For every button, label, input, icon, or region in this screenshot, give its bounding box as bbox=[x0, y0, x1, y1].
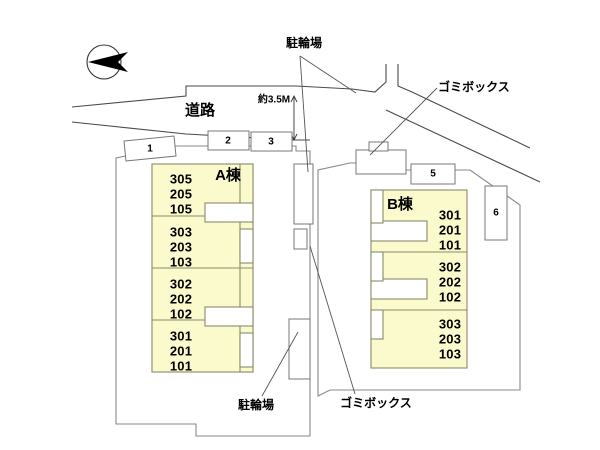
garbage-box-middle bbox=[293, 228, 308, 250]
garbage-box-top bbox=[355, 149, 407, 175]
building-a-unit-3-line-1: 201 bbox=[170, 343, 192, 358]
parking-slot-1-label: 1 bbox=[147, 144, 153, 155]
building-b-unit-1-line-2: 102 bbox=[439, 289, 461, 304]
parking-slot-2[interactable]: 2 bbox=[207, 130, 250, 151]
building-a-unit-1-line-1: 203 bbox=[170, 239, 192, 254]
building-a-unit-1-line-0: 303 bbox=[170, 224, 192, 239]
annotation-bike-parking-top: 駐輪場 bbox=[286, 35, 322, 50]
building-b-unit-2-line-1: 203 bbox=[439, 331, 461, 346]
leader-bike-top bbox=[299, 55, 309, 173]
building-b-unit-0-line-2: 101 bbox=[439, 237, 461, 252]
compass-needle-icon bbox=[88, 52, 128, 72]
building-a-label: A棟 bbox=[215, 166, 242, 184]
parking-slot-1-box[interactable] bbox=[123, 135, 177, 162]
building-b-label: B棟 bbox=[387, 195, 414, 213]
building-b-unit-2-line-2: 103 bbox=[439, 346, 461, 361]
building-b-stair-void-1 bbox=[370, 189, 384, 224]
garbage-box-top-structure bbox=[355, 141, 407, 175]
building-b-unit-0-line-1: 201 bbox=[439, 222, 461, 237]
road-edge-east-upper bbox=[397, 64, 531, 149]
building-b-unit-1-line-1: 202 bbox=[439, 274, 461, 289]
building-a-unit-3-line-0: 301 bbox=[170, 328, 192, 343]
annotation-bike-parking-bottom: 駐輪場 bbox=[238, 397, 274, 412]
building-b-unit-1-line-0: 302 bbox=[439, 259, 461, 274]
building-a-unit-1-line-2: 103 bbox=[170, 254, 192, 269]
leader-bike-top-branch bbox=[299, 55, 357, 94]
building-a-unit-0-line-2: 105 bbox=[170, 201, 192, 216]
parking-slot-3-label: 3 bbox=[268, 137, 274, 148]
building-a-unit-2-line-2: 102 bbox=[170, 306, 192, 321]
leader-trash-top bbox=[369, 87, 438, 156]
dimension-arrow-top bbox=[290, 94, 298, 103]
building-a-unit-3-line-2: 101 bbox=[170, 358, 192, 373]
road-label: 道路 bbox=[185, 101, 216, 119]
parking-slot-5-box[interactable] bbox=[410, 163, 456, 185]
bicycle-parking-upper bbox=[293, 163, 314, 225]
annotation-garbage-box-top: ゴミボックス bbox=[438, 79, 510, 94]
parking-slot-6[interactable]: 6 bbox=[484, 185, 508, 241]
parking-slot-3-box[interactable] bbox=[250, 131, 293, 152]
parking-slot-1[interactable]: 1 bbox=[123, 135, 177, 162]
road-edge-northeast bbox=[351, 64, 387, 93]
parking-slot-3[interactable]: 3 bbox=[250, 131, 293, 152]
leader-trash-bottom bbox=[309, 245, 356, 395]
annotation-garbage-box-bottom: ゴミボックス bbox=[340, 395, 412, 410]
building-a-stair-void-1 bbox=[239, 228, 254, 264]
parking-slot-2-box[interactable] bbox=[207, 130, 250, 151]
building-a: A棟 305 205 105 303 203 103 302 202 102 3… bbox=[151, 163, 254, 373]
parking-slot-5[interactable]: 5 bbox=[410, 163, 456, 185]
parking-slot-6-box[interactable] bbox=[484, 185, 508, 241]
building-b: B棟 301 201 101 302 202 102 303 203 103 bbox=[370, 189, 468, 369]
parking-slot-2-label: 2 bbox=[225, 136, 231, 147]
building-b-unit-2-line-0: 303 bbox=[439, 316, 461, 331]
parking-slot-6-label: 6 bbox=[493, 208, 499, 219]
leader-bike-bottom bbox=[261, 331, 299, 397]
building-b-corridor-1 bbox=[370, 220, 428, 242]
building-b-corridor-2 bbox=[370, 278, 428, 300]
bicycle-parking-lower bbox=[288, 318, 311, 380]
building-a-unit-0-line-0: 305 bbox=[170, 171, 192, 186]
building-b-stair-void-2 bbox=[370, 251, 384, 282]
parcel-edge-northeast-diagonal bbox=[385, 109, 541, 183]
building-b-stair-void-3 bbox=[370, 309, 384, 340]
building-a-corridor-1 bbox=[204, 202, 254, 223]
building-b-unit-0-line-0: 301 bbox=[439, 207, 461, 222]
building-a-unit-0-line-1: 205 bbox=[170, 186, 192, 201]
building-a-corridor-2 bbox=[204, 306, 254, 327]
road-width-dimension: 約3.5M bbox=[258, 93, 298, 142]
building-a-unit-2-line-1: 202 bbox=[170, 291, 192, 306]
compass-rose bbox=[86, 44, 128, 80]
dimension-label: 約3.5M bbox=[258, 93, 290, 106]
parking-slot-5-label: 5 bbox=[430, 169, 436, 180]
building-a-unit-2-line-0: 302 bbox=[170, 276, 192, 291]
road-edge-north bbox=[71, 85, 353, 108]
building-a-stair-void-2 bbox=[239, 332, 254, 368]
